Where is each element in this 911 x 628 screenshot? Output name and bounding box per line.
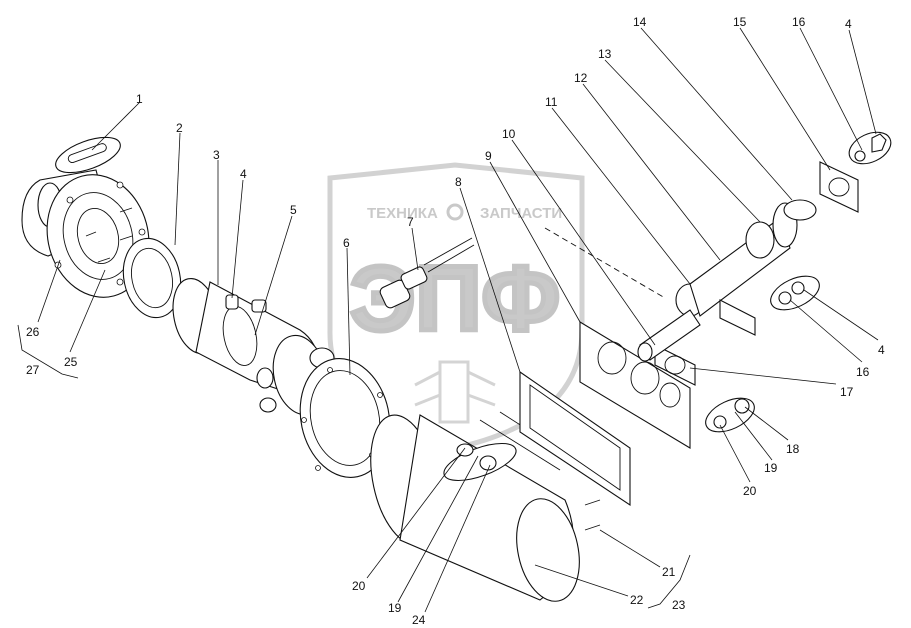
plate-part-9 xyxy=(579,321,691,449)
nut-washer-mid xyxy=(770,275,820,311)
nut-washer-top xyxy=(848,131,892,165)
callout-13: 13 xyxy=(598,47,612,61)
callout-8: 8 xyxy=(455,175,462,189)
gasket-frame-part-8 xyxy=(519,370,631,507)
callout-4-right: 4 xyxy=(878,343,885,357)
flange-plate-part-15 xyxy=(819,161,859,213)
pipe-part-12 xyxy=(637,199,817,362)
callouts: 1 2 3 4 5 6 7 8 9 10 11 12 13 14 15 16 4… xyxy=(26,15,885,627)
key-plate-part-1 xyxy=(55,136,121,174)
callout-16-right: 16 xyxy=(856,365,870,379)
callout-1: 1 xyxy=(136,92,143,106)
callout-20-right: 20 xyxy=(743,484,757,498)
callout-16: 16 xyxy=(792,15,806,29)
callout-19-right: 19 xyxy=(764,461,778,475)
callout-2: 2 xyxy=(176,121,183,135)
callout-14: 14 xyxy=(633,15,647,29)
callout-12: 12 xyxy=(574,71,588,85)
callout-5: 5 xyxy=(290,203,297,217)
watermark-wheat-icon xyxy=(438,360,470,424)
watermark-line2: ЗАПЧАСТИ xyxy=(480,205,562,222)
callout-20-bottom: 20 xyxy=(352,579,366,593)
gasket-part-2 xyxy=(122,237,182,319)
callout-21: 21 xyxy=(662,565,676,579)
callout-26: 26 xyxy=(26,325,40,339)
callout-17: 17 xyxy=(840,385,854,399)
callout-24: 24 xyxy=(412,613,426,627)
callout-4-top: 4 xyxy=(845,17,852,31)
callout-9: 9 xyxy=(485,149,492,163)
callout-23: 23 xyxy=(672,598,686,612)
callout-25: 25 xyxy=(64,355,78,369)
callout-11: 11 xyxy=(545,95,558,109)
callout-7: 7 xyxy=(407,215,414,229)
gear-icon xyxy=(446,203,464,221)
small-gasket-part-17 xyxy=(654,344,696,386)
leader-lines xyxy=(17,27,879,613)
callout-15: 15 xyxy=(733,15,747,29)
callout-10: 10 xyxy=(502,127,516,141)
callout-18: 18 xyxy=(786,442,800,456)
callout-4: 4 xyxy=(240,167,247,181)
callout-19-bottom: 19 xyxy=(388,601,402,615)
watermark-logo: ЭПФ xyxy=(350,248,560,350)
callout-22: 22 xyxy=(630,593,644,607)
nut-washer-lower xyxy=(705,397,755,433)
callout-6: 6 xyxy=(343,236,350,250)
callout-27: 27 xyxy=(26,363,40,377)
housing-part-22 xyxy=(370,411,601,602)
callout-3: 3 xyxy=(213,148,220,162)
sensor-plug-part-7 xyxy=(379,237,475,309)
watermark-line1: ТЕХНИКА xyxy=(367,205,438,222)
